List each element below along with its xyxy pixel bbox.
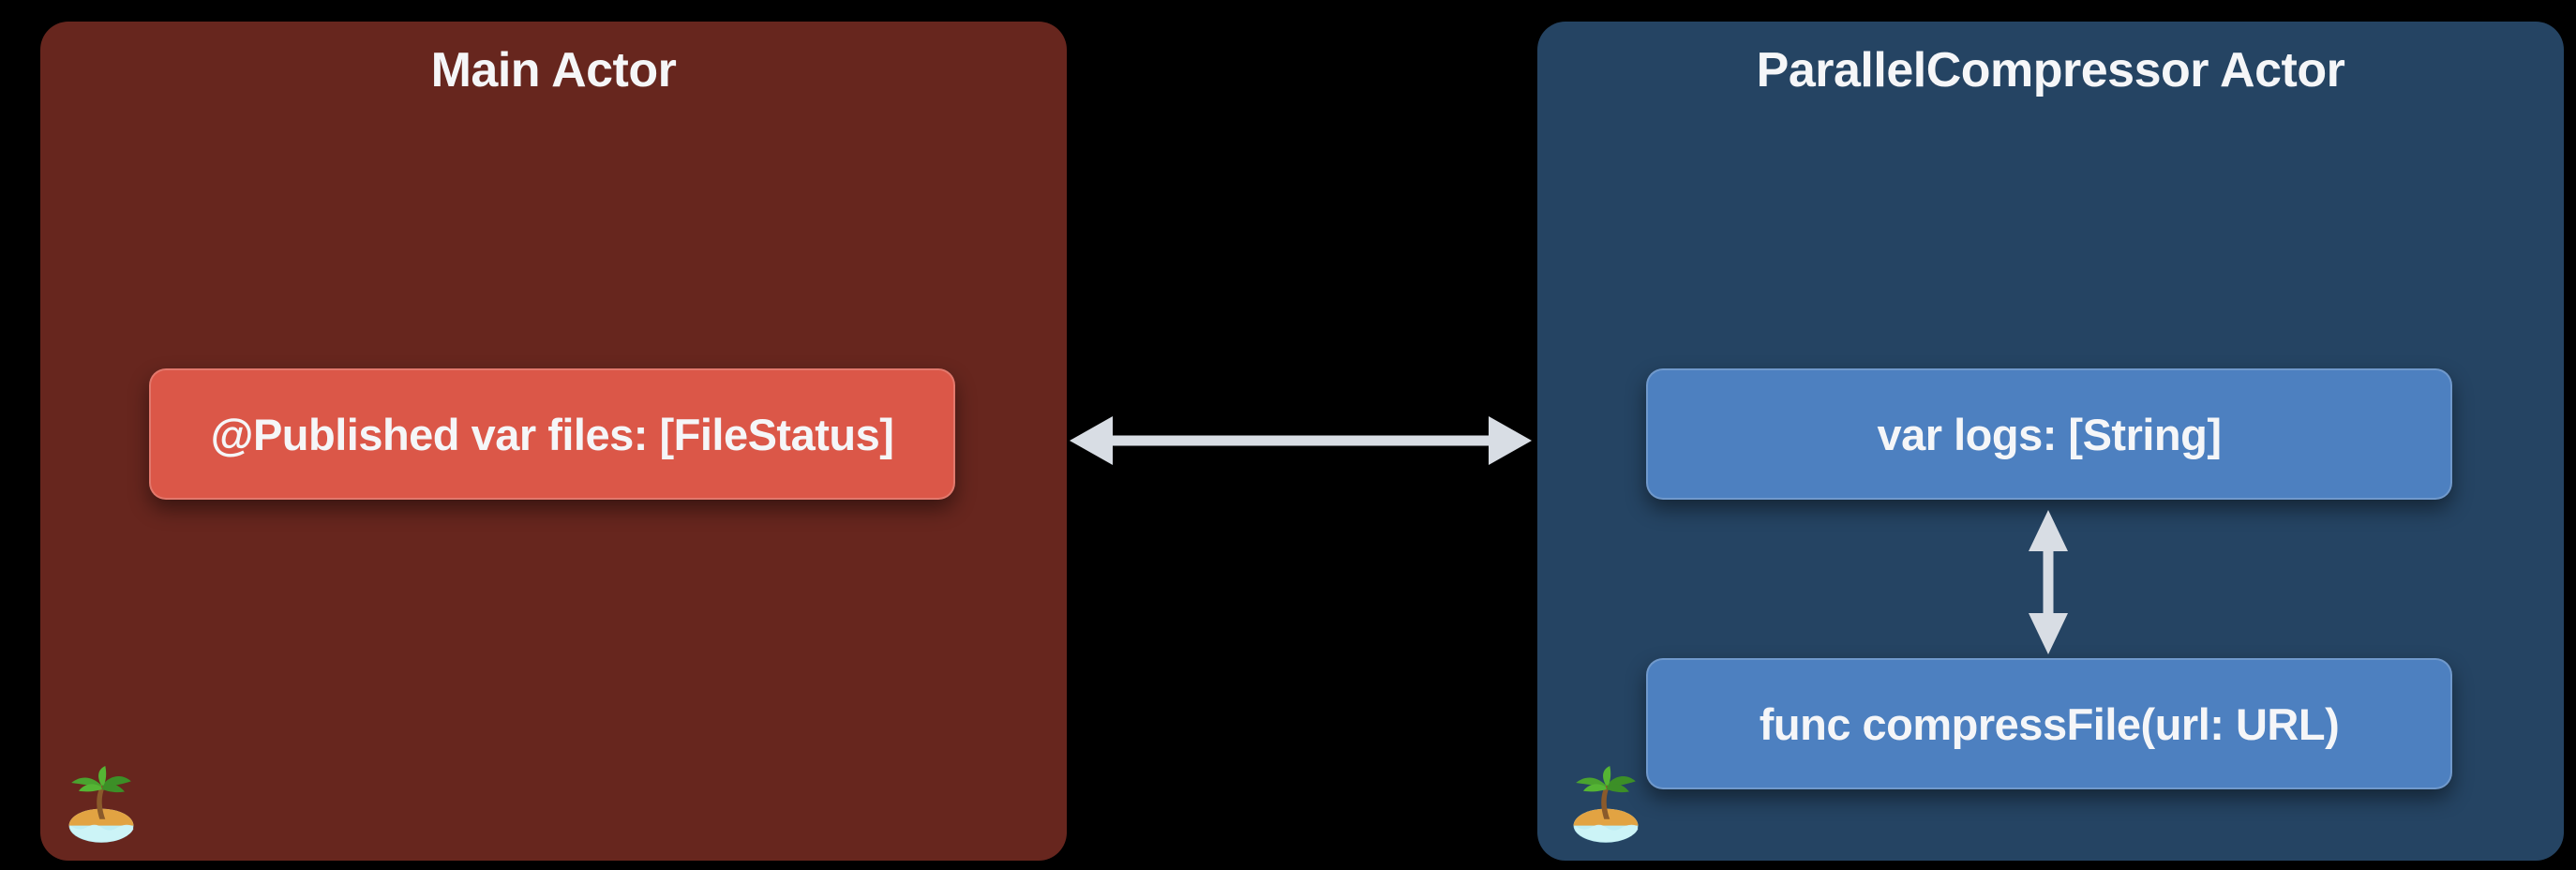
desert-island-icon [1565,765,1646,848]
published-files-member-pill: @Published var files: [FileStatus] [149,368,955,500]
parallel-compressor-actor-box: ParallelCompressor Actor var logs: [Stri… [1537,22,2564,861]
compress-file-member-pill: func compressFile(url: URL) [1646,658,2452,789]
double-arrow-vertical-icon [2025,508,2072,656]
compress-file-label: func compressFile(url: URL) [1759,698,2340,749]
main-actor-box: Main Actor @Published var files: [FileSt… [40,22,1067,861]
double-arrow-horizontal-icon [1068,392,1534,489]
desert-island-icon [61,765,142,848]
logs-member-pill: var logs: [String] [1646,368,2452,500]
parallel-compressor-actor-title: ParallelCompressor Actor [1756,43,2345,98]
main-actor-title: Main Actor [430,43,677,98]
published-files-label: @Published var files: [FileStatus] [210,409,894,459]
logs-label: var logs: [String] [1877,409,2222,459]
